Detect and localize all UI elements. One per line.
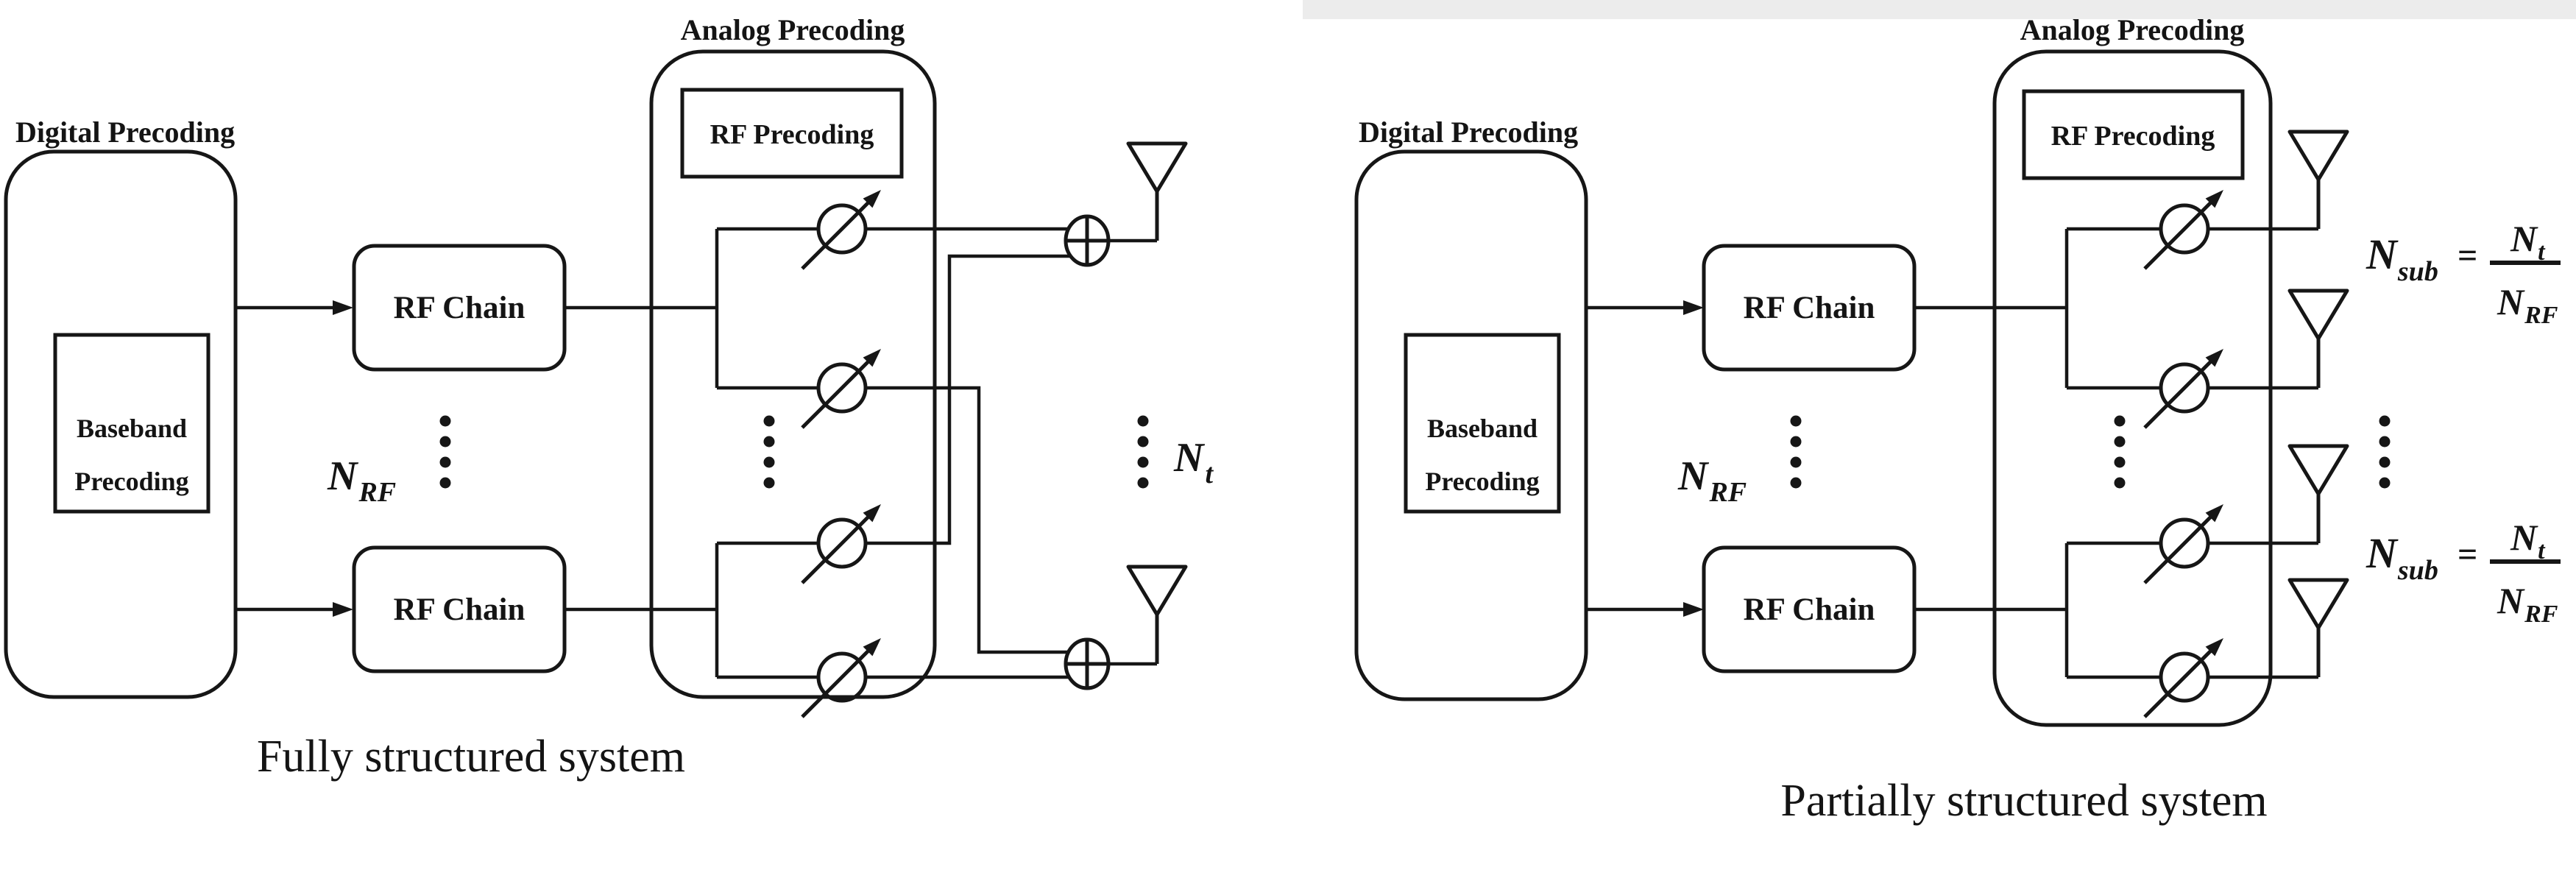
baseband-label-line2: Precoding: [1425, 467, 1539, 496]
baseband-label-line1: Baseband: [1427, 414, 1538, 443]
analog-precoding-label: Analog Precoding: [2020, 13, 2245, 46]
rf-chain-top-label: RF Chain: [1744, 291, 1875, 325]
fully-structured-diagram: Digital Precoding Baseband Precoding: [4, 13, 1214, 782]
svg-text:Nt: Nt: [2510, 218, 2546, 266]
summation-node-icon: [1066, 216, 1108, 265]
baseband-label-line1: Baseband: [77, 414, 187, 443]
subarray-formula-top: Nsub = Nt NRF: [2366, 218, 2561, 329]
rf-chain-top-box: [352, 244, 567, 372]
arrowhead-icon: [1683, 300, 1704, 315]
right-caption: Partially structured system: [1780, 776, 2267, 826]
antenna-icon: [2290, 580, 2347, 677]
summation-node-icon: [1066, 640, 1108, 688]
baseband-label-line2: Precoding: [74, 467, 188, 496]
rf-chain-bottom-box: [352, 545, 567, 673]
scan-artifact-band: [1303, 0, 2576, 19]
vertical-ellipsis: [763, 415, 775, 489]
rf-precoding-box: [680, 88, 904, 179]
n-rf-label: NRF: [327, 453, 396, 508]
antenna-icon: [2290, 446, 2347, 543]
arrowhead-icon: [333, 300, 353, 315]
digital-precoding-box: [1354, 149, 1588, 701]
vertical-ellipsis: [2379, 415, 2391, 489]
vertical-ellipsis: [2114, 415, 2126, 489]
baseband-precoding-box: [53, 333, 210, 514]
left-wiring: [236, 227, 1157, 679]
rf-chain-bottom-box: [1702, 545, 1917, 673]
svg-text:=: =: [2458, 236, 2477, 275]
partially-structured-diagram: Digital Precoding Baseband Precoding: [1354, 13, 2561, 826]
analog-precoding-box: [1992, 49, 2273, 727]
baseband-precoding-box: [1404, 333, 1561, 514]
vertical-ellipsis: [1137, 415, 1149, 489]
rf-chain-bottom-label: RF Chain: [1744, 592, 1875, 627]
svg-text:Nsub: Nsub: [2366, 529, 2438, 586]
rf-chain-bottom-label: RF Chain: [394, 592, 526, 627]
antenna-icon: [2290, 132, 2347, 229]
arrowhead-icon: [1683, 602, 1704, 617]
subarray-formula-bottom: Nsub = Nt NRF: [2366, 517, 2561, 628]
rf-precoding-label: RF Precoding: [2051, 121, 2215, 152]
svg-text:=: =: [2458, 535, 2477, 574]
antenna-icon: [1128, 567, 1186, 664]
antenna-icon: [2290, 291, 2347, 388]
n-t-label: Nt: [1173, 435, 1214, 489]
antenna-icon: [1128, 144, 1186, 241]
digital-precoding-label: Digital Precoding: [1359, 116, 1578, 149]
rf-precoding-label: RF Precoding: [710, 119, 874, 150]
rf-chain-top-box: [1702, 244, 1917, 372]
arrowhead-icon: [333, 602, 353, 617]
svg-text:NRF: NRF: [2497, 281, 2558, 329]
vertical-ellipsis: [439, 415, 451, 489]
svg-text:NRF: NRF: [2497, 580, 2558, 628]
rf-precoding-box: [2022, 89, 2245, 180]
vertical-ellipsis: [1790, 415, 1802, 489]
analog-precoding-box: [649, 49, 937, 699]
rf-chain-top-label: RF Chain: [394, 291, 526, 325]
n-rf-label: NRF: [1677, 453, 1747, 508]
right-wiring: [1586, 227, 2318, 679]
analog-precoding-label: Analog Precoding: [681, 13, 905, 46]
digital-precoding-box: [4, 149, 238, 699]
svg-text:Nsub: Nsub: [2366, 230, 2438, 287]
left-caption: Fully structured system: [257, 732, 685, 782]
digital-precoding-label: Digital Precoding: [15, 116, 235, 149]
svg-text:Nt: Nt: [2510, 517, 2546, 565]
